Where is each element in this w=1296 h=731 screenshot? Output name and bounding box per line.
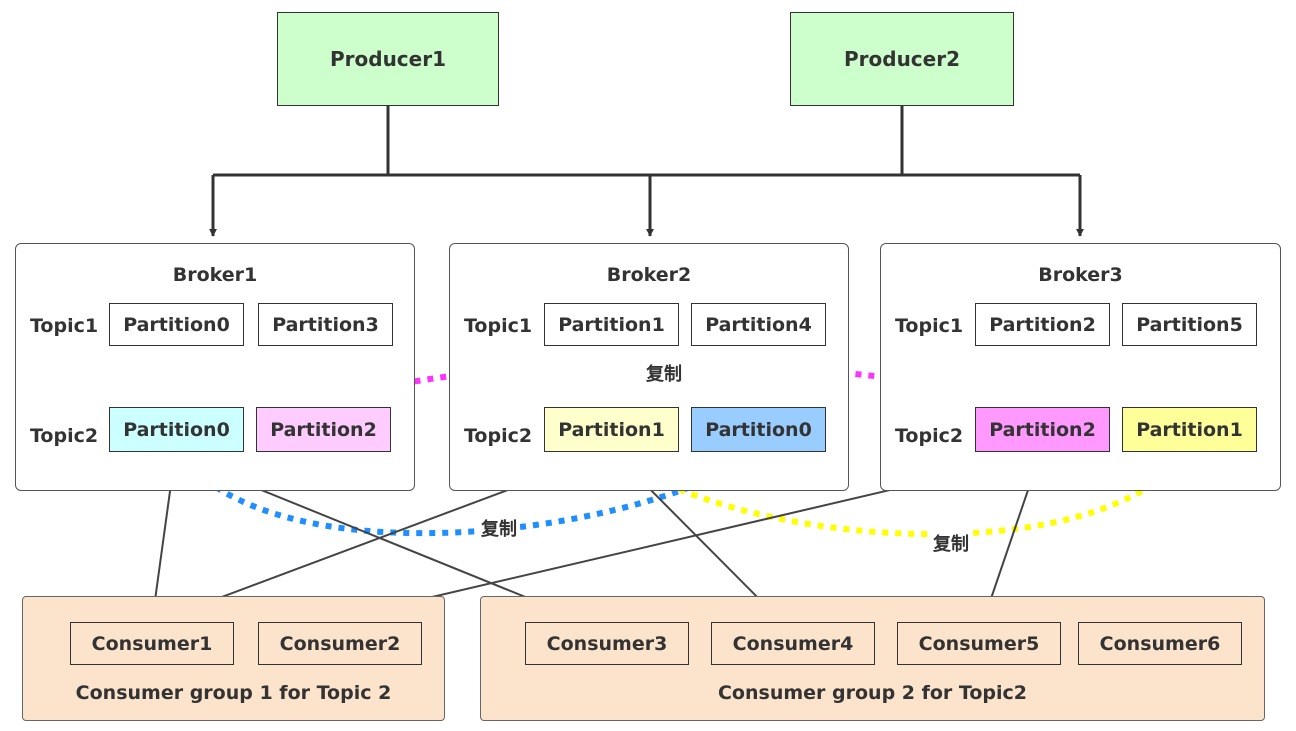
broker1-topic2-partition2[interactable]: Partition2 bbox=[256, 407, 391, 452]
partition-label: Partition1 bbox=[558, 313, 665, 336]
broker3-topic2-partition1[interactable]: Partition1 bbox=[1122, 407, 1257, 452]
replication-label-blue: 复制 bbox=[478, 515, 520, 541]
consumer-group-2-label: Consumer group 2 for Topic2 bbox=[717, 682, 1028, 704]
consumer-label: Consumer2 bbox=[279, 632, 401, 655]
broker1-topic1-label: Topic1 bbox=[30, 315, 99, 337]
broker2-topic1-partition1[interactable]: Partition1 bbox=[544, 303, 679, 346]
producer1-node[interactable]: Producer1 bbox=[277, 12, 499, 106]
broker1-container[interactable]: Broker1 bbox=[15, 243, 415, 491]
broker1-topic2-label: Topic2 bbox=[30, 425, 99, 447]
broker1-topic1-partition3[interactable]: Partition3 bbox=[258, 303, 393, 346]
consumer-label: Consumer4 bbox=[732, 632, 854, 655]
broker3-topic1-partition2[interactable]: Partition2 bbox=[975, 303, 1110, 346]
replication-label-yellow: 复制 bbox=[930, 530, 972, 556]
partition-label: Partition5 bbox=[1136, 313, 1243, 336]
consumer-label: Consumer6 bbox=[1099, 632, 1221, 655]
broker2-title: Broker2 bbox=[606, 264, 692, 286]
consumer3-node[interactable]: Consumer3 bbox=[525, 622, 689, 665]
consumer-group-1-label: Consumer group 1 for Topic 2 bbox=[75, 682, 392, 704]
consumer-label: Consumer3 bbox=[546, 632, 668, 655]
partition-label: Partition0 bbox=[123, 313, 230, 336]
consumer4-node[interactable]: Consumer4 bbox=[711, 622, 875, 665]
partition-label: Partition2 bbox=[989, 418, 1096, 441]
broker2-topic1-label: Topic1 bbox=[464, 315, 533, 337]
producer-bus bbox=[209, 106, 1084, 237]
broker1-topic2-partition0[interactable]: Partition0 bbox=[109, 407, 244, 452]
broker3-topic2-partition2[interactable]: Partition2 bbox=[975, 407, 1110, 452]
consumer6-node[interactable]: Consumer6 bbox=[1078, 622, 1242, 665]
partition-label: Partition4 bbox=[705, 313, 812, 336]
broker2-topic2-label: Topic2 bbox=[464, 425, 533, 447]
consumer1-node[interactable]: Consumer1 bbox=[70, 622, 234, 665]
partition-label: Partition2 bbox=[989, 313, 1096, 336]
partition-label: Partition2 bbox=[270, 418, 377, 441]
broker2-topic2-partition0[interactable]: Partition0 bbox=[691, 407, 826, 452]
broker3-container[interactable]: Broker3 bbox=[880, 243, 1281, 491]
broker1-topic1-partition0[interactable]: Partition0 bbox=[109, 303, 244, 346]
partition-label: Partition0 bbox=[705, 418, 812, 441]
consumer-label: Consumer5 bbox=[918, 632, 1040, 655]
partition-label: Partition3 bbox=[272, 313, 379, 336]
producer1-label: Producer1 bbox=[329, 47, 446, 71]
broker1-title: Broker1 bbox=[172, 264, 258, 286]
producer2-node[interactable]: Producer2 bbox=[790, 12, 1014, 106]
broker3-title: Broker3 bbox=[1038, 264, 1123, 286]
consumer5-node[interactable]: Consumer5 bbox=[897, 622, 1061, 665]
broker3-topic1-label: Topic1 bbox=[895, 315, 964, 337]
broker2-topic2-partition1[interactable]: Partition1 bbox=[544, 407, 679, 452]
partition-label: Partition0 bbox=[123, 418, 230, 441]
broker2-topic1-partition4[interactable]: Partition4 bbox=[691, 303, 826, 346]
broker3-topic1-partition5[interactable]: Partition5 bbox=[1122, 303, 1257, 346]
producer2-label: Producer2 bbox=[843, 47, 960, 71]
replication-label-magenta: 复制 bbox=[643, 360, 685, 386]
partition-label: Partition1 bbox=[1136, 418, 1243, 441]
broker3-topic2-label: Topic2 bbox=[895, 425, 964, 447]
consumer2-node[interactable]: Consumer2 bbox=[258, 622, 422, 665]
consumer-label: Consumer1 bbox=[91, 632, 213, 655]
partition-label: Partition1 bbox=[558, 418, 665, 441]
